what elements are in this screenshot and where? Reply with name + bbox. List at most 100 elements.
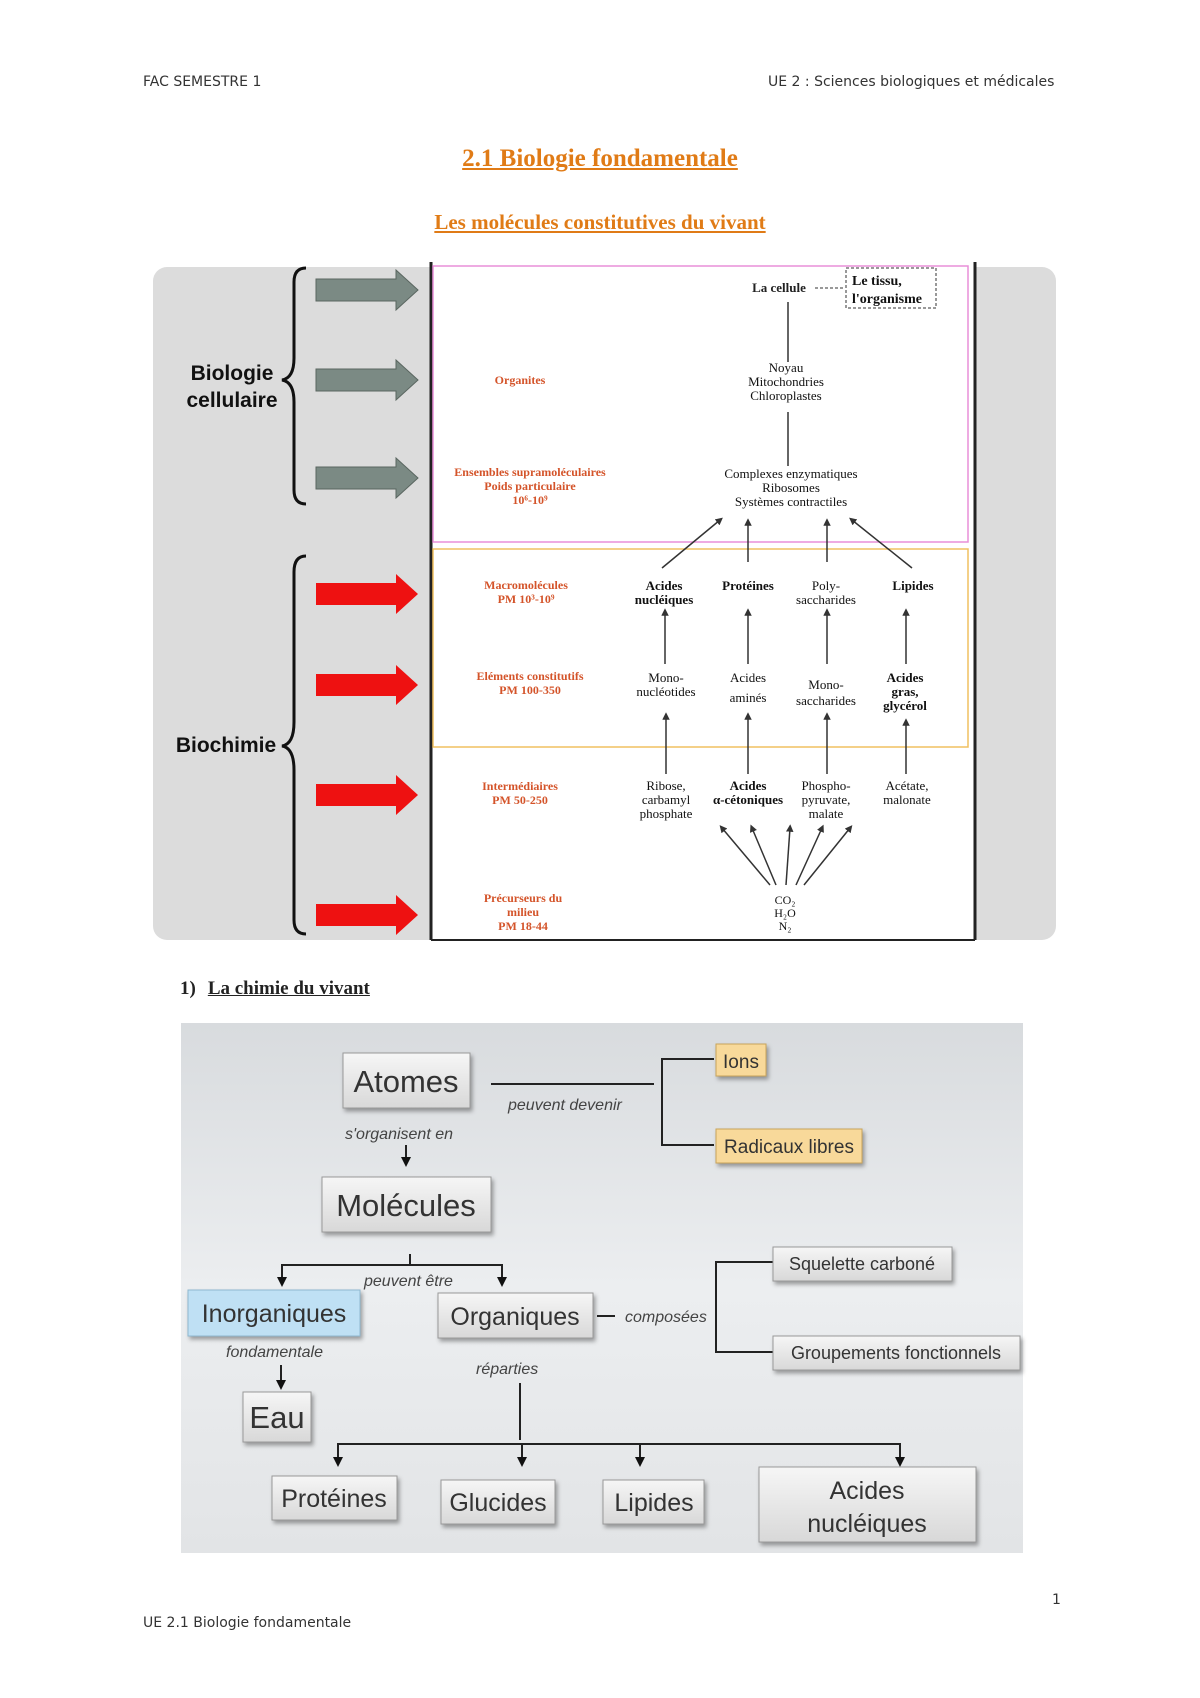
acides-nucleiques-box bbox=[758, 1466, 977, 1543]
element-item: Acides bbox=[730, 670, 766, 685]
element-item: saccharides bbox=[796, 693, 856, 708]
red-arrow bbox=[316, 574, 418, 935]
header-right: UE 2 : Sciences biologiques et médicales bbox=[768, 74, 1055, 90]
proteines-label: Protéines bbox=[281, 1485, 387, 1513]
level-macro-1: Macromolécules bbox=[484, 578, 568, 592]
precursor-item: N₂ bbox=[779, 919, 792, 933]
glucides-label: Glucides bbox=[449, 1489, 546, 1517]
tissue-label-1: Le tissu, bbox=[852, 274, 902, 289]
group-label-cellulaire: cellulaire bbox=[186, 389, 277, 412]
macro-item: Lipides bbox=[892, 578, 933, 593]
inter-item: Acides bbox=[730, 778, 767, 793]
section-heading: 1) La chimie du vivant bbox=[180, 978, 370, 1000]
organiques-box bbox=[437, 1292, 594, 1339]
eau-box bbox=[242, 1391, 312, 1443]
element-item: Mono- bbox=[808, 677, 843, 692]
page-subtitle: Les molécules constitutives du vivant bbox=[434, 210, 766, 234]
tissue-box bbox=[845, 267, 937, 309]
peuvent-etre-label: peuvent être bbox=[363, 1273, 453, 1290]
acides-nucleiques-label-1: Acides bbox=[829, 1477, 904, 1505]
radicaux-label: Radicaux libres bbox=[724, 1137, 854, 1158]
biochemistry-box bbox=[432, 548, 969, 748]
grey-arrow bbox=[315, 268, 419, 500]
organite-item: Mitochondries bbox=[748, 374, 824, 389]
inter-item: malonate bbox=[883, 792, 931, 807]
precursor-item: H₂O bbox=[774, 906, 796, 920]
inter-item: α-cétoniques bbox=[713, 792, 783, 807]
squelette-label: Squelette carboné bbox=[789, 1254, 935, 1274]
macro-item: nucléiques bbox=[635, 592, 694, 607]
glucides-box bbox=[440, 1479, 556, 1525]
atomes-box bbox=[342, 1052, 471, 1109]
header-left: FAC SEMESTRE 1 bbox=[143, 74, 262, 90]
inter-item: carbamyl bbox=[642, 792, 691, 807]
level-prec-3: PM 18-44 bbox=[498, 919, 548, 933]
section-number: 1) bbox=[180, 978, 196, 999]
inter-item: pyruvate, bbox=[802, 792, 851, 807]
acides-nucleiques-label-2: nucléiques bbox=[807, 1510, 927, 1538]
s-organisent-label: s'organisent en bbox=[345, 1126, 453, 1143]
level-macro-2: PM 10³-10⁹ bbox=[498, 592, 555, 606]
lipides-label: Lipides bbox=[614, 1489, 693, 1517]
level-ensembles-2: Poids particulaire bbox=[484, 479, 576, 493]
macro-item: Acides bbox=[646, 578, 683, 593]
molecules-box bbox=[321, 1176, 492, 1233]
cell-label: La cellule bbox=[752, 280, 806, 295]
level-ensembles-1: Ensembles supramoléculaires bbox=[454, 465, 606, 479]
ions-box bbox=[715, 1043, 767, 1077]
group-label-biologie: Biologie bbox=[191, 362, 274, 385]
level-prec-2: milieu bbox=[507, 905, 539, 919]
element-item: glycérol bbox=[883, 698, 927, 713]
complex-item: Ribosomes bbox=[762, 480, 820, 495]
inter-item: Ribose, bbox=[646, 778, 685, 793]
atomes-label: Atomes bbox=[353, 1064, 458, 1099]
radicaux-box bbox=[715, 1128, 863, 1164]
cellular-biology-box bbox=[432, 265, 969, 543]
inorganiques-box bbox=[187, 1289, 361, 1337]
groupements-label: Groupements fonctionnels bbox=[791, 1343, 1001, 1363]
macro-item: Protéines bbox=[722, 578, 774, 593]
level-prec-1: Précurseurs du bbox=[484, 891, 563, 905]
precursor-item: CO₂ bbox=[775, 893, 796, 907]
section-title: La chimie du vivant bbox=[207, 978, 370, 999]
footer-left: UE 2.1 Biologie fondamentale bbox=[143, 1615, 352, 1631]
organite-item: Noyau bbox=[769, 360, 804, 375]
molecules-label: Molécules bbox=[336, 1188, 476, 1223]
organite-item: Chloroplastes bbox=[750, 388, 822, 403]
level-elements-2: PM 100-350 bbox=[499, 683, 561, 697]
element-item: gras, bbox=[891, 684, 918, 699]
inter-item: malate bbox=[809, 806, 844, 821]
page-number: 1 bbox=[1052, 1592, 1061, 1608]
element-item: Mono- bbox=[648, 670, 683, 685]
level-inter-2: PM 50-250 bbox=[492, 793, 548, 807]
reparties-label: réparties bbox=[476, 1361, 538, 1378]
eau-label: Eau bbox=[249, 1400, 304, 1435]
inorganiques-label: Inorganiques bbox=[202, 1300, 347, 1328]
lipides-box bbox=[602, 1479, 705, 1525]
level-elements-1: Eléments constitutifs bbox=[477, 669, 584, 683]
inter-item: phosphate bbox=[640, 806, 693, 821]
ions-label: Ions bbox=[723, 1052, 759, 1073]
level-inter-1: Intermédiaires bbox=[482, 779, 558, 793]
peuvent-devenir-label: peuvent devenir bbox=[507, 1097, 623, 1114]
macro-item: saccharides bbox=[796, 592, 856, 607]
element-item: Acides bbox=[887, 670, 924, 685]
tissue-label-2: l'organisme bbox=[852, 292, 922, 307]
level-organites: Organites bbox=[495, 373, 546, 387]
complex-item: Systèmes contractiles bbox=[735, 494, 847, 509]
figure1-diagram-area bbox=[431, 262, 976, 940]
inter-item: Acétate, bbox=[886, 778, 929, 793]
element-item: aminés bbox=[730, 690, 767, 705]
brace-biochimie bbox=[281, 554, 307, 936]
figure2-background bbox=[181, 1023, 1023, 1553]
groupements-box bbox=[772, 1335, 1021, 1371]
macro-item: Poly- bbox=[812, 578, 840, 593]
composees-label: composées bbox=[625, 1309, 707, 1326]
fondamentale-label: fondamentale bbox=[226, 1344, 323, 1361]
inter-item: Phospho- bbox=[801, 778, 850, 793]
squelette-box bbox=[772, 1246, 953, 1282]
page-title: 2.1 Biologie fondamentale bbox=[462, 145, 738, 172]
complex-item: Complexes enzymatiques bbox=[724, 466, 857, 481]
